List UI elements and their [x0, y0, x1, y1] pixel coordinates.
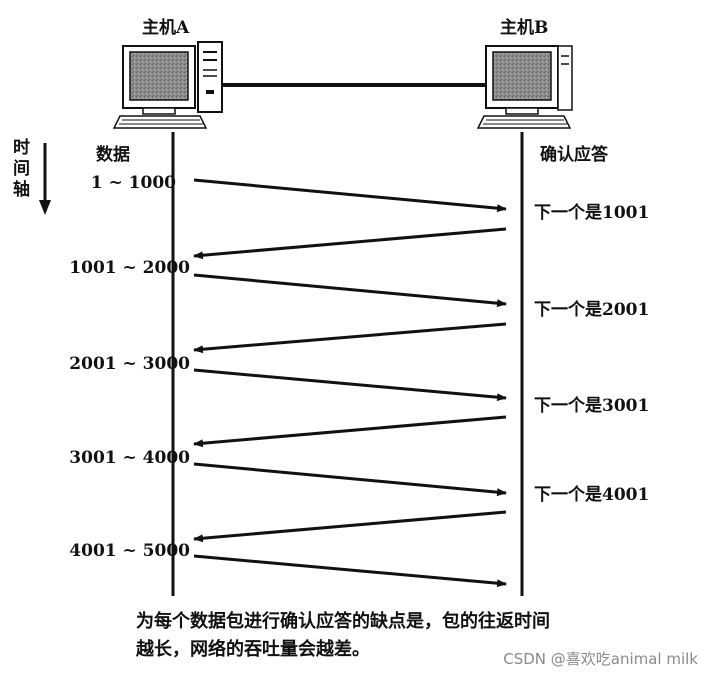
data-arrow-4 — [193, 462, 507, 497]
data-arrow-2 — [193, 273, 507, 308]
ack-arrow-2 — [193, 322, 507, 354]
ack-label-3: 下一个是3001 — [534, 395, 649, 416]
segment-range-label-2: 1001 ~ 2000 — [69, 258, 190, 278]
data-arrow-5 — [193, 554, 507, 588]
caption-line-2: 越长，网络的吞吐量会越差。 — [135, 638, 370, 660]
csdn-watermark: CSDN @喜欢吃animal milk — [503, 650, 698, 668]
host-b-computer-icon — [476, 45, 573, 129]
data-arrow-3 — [193, 368, 507, 402]
ack-label-4: 下一个是4001 — [534, 484, 649, 505]
host-a-label: 主机A — [142, 17, 190, 38]
time-axis-char-3: 轴 — [13, 179, 30, 200]
ack-label-2: 下一个是2001 — [534, 299, 649, 320]
segment-range-label-1: 1 ~ 1000 — [91, 173, 176, 193]
ack-header: 确认应答 — [540, 144, 609, 165]
segment-range-label-5: 4001 ~ 5000 — [69, 541, 190, 561]
data-arrow-1 — [193, 178, 507, 213]
segment-range-label-3: 2001 ~ 3000 — [69, 354, 190, 374]
host-b-label: 主机B — [500, 17, 548, 38]
time-axis-arrow-icon — [39, 200, 51, 215]
time-axis-char-1: 时 — [13, 138, 30, 158]
ack-arrow-1 — [193, 227, 507, 260]
segment-range-label-4: 3001 ~ 4000 — [69, 448, 190, 468]
ack-arrow-4 — [193, 510, 507, 543]
caption-line-1: 为每个数据包进行确认应答的缺点是，包的往返时间 — [136, 610, 550, 632]
time-axis-char-2: 间 — [13, 158, 30, 179]
ack-arrow-3 — [193, 415, 507, 448]
host-a-computer-icon — [112, 41, 223, 129]
ack-label-1: 下一个是1001 — [534, 202, 649, 223]
data-header: 数据 — [96, 144, 130, 165]
